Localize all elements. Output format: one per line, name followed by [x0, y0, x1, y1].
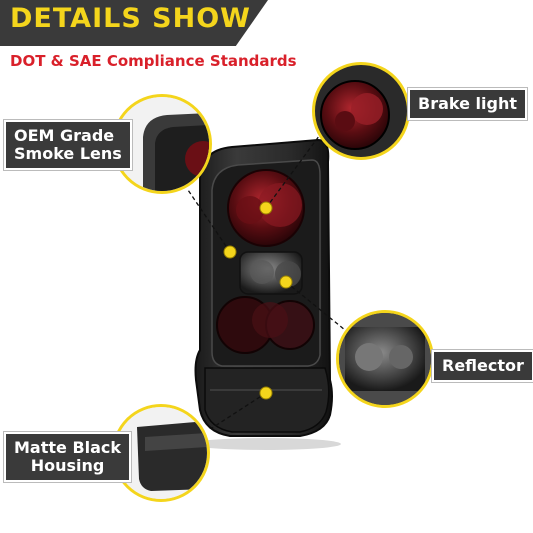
smoke-lens-label-line1: OEM Grade — [14, 126, 115, 145]
header-banner — [0, 0, 268, 46]
brake-light-label: Brake light — [408, 88, 527, 120]
housing-label-line1: Matte Black — [14, 438, 122, 457]
smoke-lens-dot — [223, 245, 237, 259]
reflector-zoom — [336, 310, 434, 408]
smoke-lens-label-line2: Smoke Lens — [14, 144, 122, 163]
smoke-lens-label: OEM Grade Smoke Lens — [4, 120, 132, 170]
housing-dot — [259, 386, 273, 400]
housing-label: Matte Black Housing — [4, 432, 132, 482]
reflector-label: Reflector — [432, 350, 533, 382]
page-title: DETAILS SHOW — [10, 3, 251, 34]
brake-light-dot — [259, 201, 273, 215]
page-subtitle: DOT & SAE Compliance Standards — [10, 52, 297, 70]
housing-label-line2: Housing — [30, 456, 105, 475]
brake-light-zoom — [312, 62, 410, 160]
reflector-dot — [279, 275, 293, 289]
